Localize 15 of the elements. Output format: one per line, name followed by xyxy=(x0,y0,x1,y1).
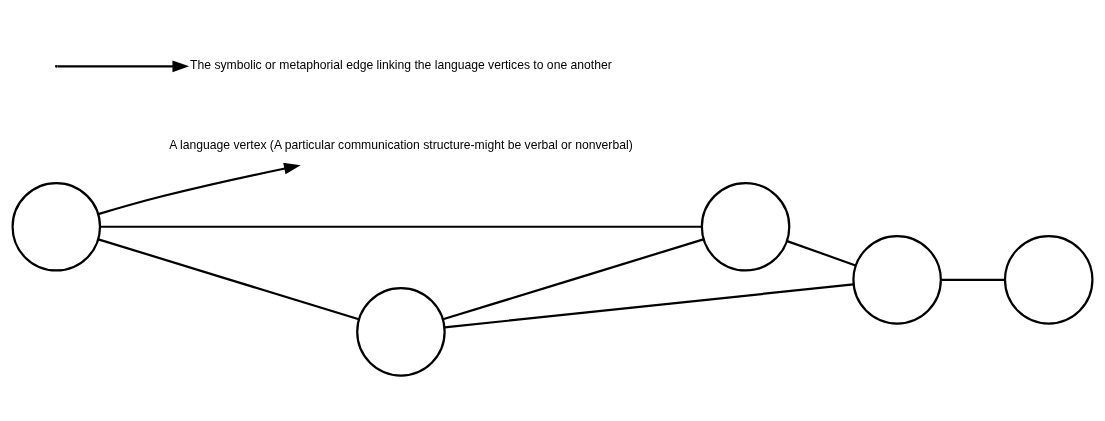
connector xyxy=(100,225,702,228)
connector xyxy=(786,239,856,267)
node-circle xyxy=(11,181,102,272)
node-circle xyxy=(1003,234,1094,325)
connector xyxy=(444,282,854,328)
node-circle xyxy=(700,181,791,272)
arrow xyxy=(57,60,190,72)
node-text: The symbolic or metaphorial edge linking the language vertices to one another xyxy=(190,57,612,72)
arrow xyxy=(97,162,301,215)
connector xyxy=(941,278,1005,281)
connector xyxy=(442,237,704,320)
node-circle xyxy=(356,286,446,377)
node-circle xyxy=(852,234,942,325)
node-text: A language vertex (A particular communication structure-might be verbal or nonverbal) xyxy=(169,137,633,152)
connector xyxy=(98,237,360,320)
